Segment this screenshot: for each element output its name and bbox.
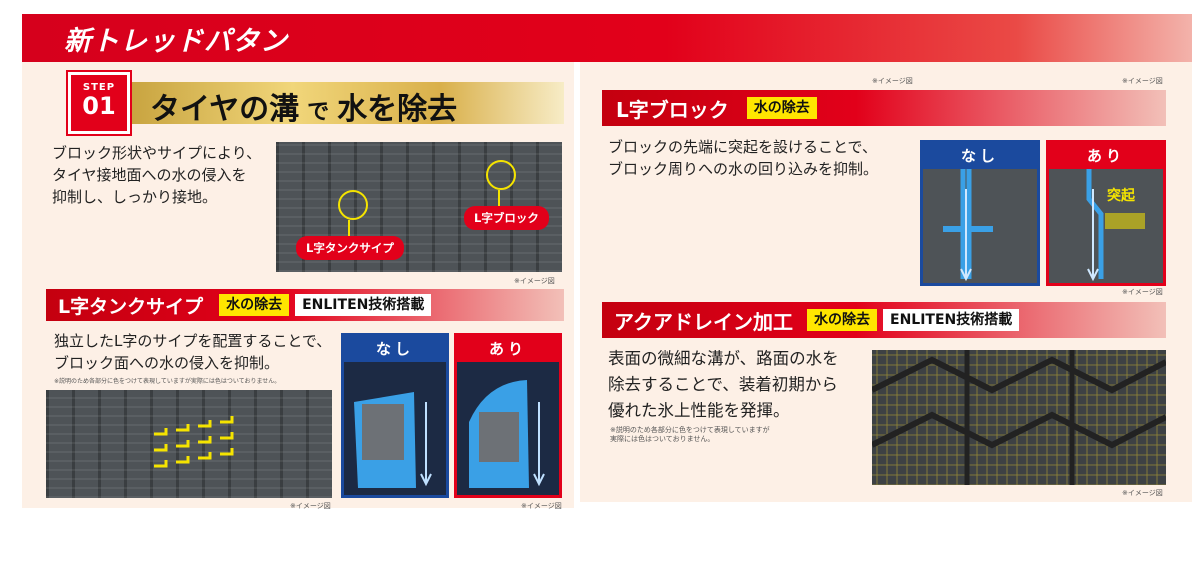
sipe-label-pill: L字タンクサイプ [296, 236, 404, 260]
l-block-compare-without: なし [920, 140, 1040, 286]
top-image-note-left: ※イメージ図 [872, 77, 913, 85]
tank-sipe-compare-without: なし [341, 333, 449, 498]
aqua-drain-image-note: ※イメージ図 [1122, 489, 1163, 497]
tank-sipe-image-note-left: ※イメージ図 [290, 502, 331, 510]
step-heading-part2: で [307, 100, 330, 125]
block-shape [479, 412, 519, 462]
l-block-with-diagram [1049, 169, 1163, 283]
tank-sipe-tread-image [46, 390, 332, 498]
sipe-mark-row-2 [154, 432, 234, 452]
tank-sipe-note: ※説明のため各部分に色をつけて表現していますが実際には色はついておりません。 [54, 378, 281, 385]
tank-sipe-description: 独立したL字のサイプを配置することで、 ブロック面への水の侵入を抑制。 [54, 332, 332, 372]
aqua-drain-note: ※説明のため各部分に色をつけて表現していますが 実際には色はついておりません。 [610, 426, 770, 443]
step-heading-part1: タイヤの溝 [150, 92, 300, 127]
tank-sipe-compare-with: あり [454, 333, 562, 498]
flow-arrow-icon [533, 402, 545, 487]
step-heading-bar [70, 82, 564, 124]
aqua-drain-tag-enliten: ENLITEN技術搭載 [883, 309, 1020, 331]
header-title: 新トレッドパタン [64, 25, 288, 57]
tank-sipe-tag-enliten: ENLITEN技術搭載 [295, 294, 432, 316]
tank-sipe-without-label: なし [344, 336, 446, 362]
protrusion-highlight [1105, 213, 1145, 229]
step-heading-part3: 水を除去 [337, 92, 458, 127]
sipe-highlight-circle [338, 190, 368, 220]
header-banner: 新トレッドパタン [22, 14, 1192, 62]
micro-groove-pattern [872, 350, 1166, 485]
l-block-tag-water: 水の除去 [746, 97, 817, 119]
sipe-mark-row-1 [154, 416, 234, 436]
tread-groove-1 [872, 356, 1166, 394]
sipe-mark-group [154, 416, 234, 468]
flow-arrow-icon [1087, 189, 1099, 282]
water-channel [1086, 169, 1104, 279]
tread-groove-2 [872, 411, 1166, 449]
step-tread-image: L字タンクサイプ L字ブロック [276, 142, 562, 272]
tank-sipe-title: L字タンクサイプ [58, 295, 204, 318]
aqua-drain-tag-water: 水の除去 [807, 309, 877, 331]
step-badge-number: 01 [82, 92, 116, 120]
l-block-description: ブロックの先端に突起を設けることで、 ブロック周りへの水の回り込みを抑制。 [608, 138, 879, 178]
flow-arrow-icon [420, 402, 432, 487]
aqua-drain-title-bar: アクアドレイン加工 水の除去 ENLITEN技術搭載 [602, 302, 1166, 338]
aqua-drain-description: 表面の微細な溝が、路面の水を 除去することで、装着初期から 優れた氷上性能を発揮… [608, 349, 839, 420]
step-badge: STEP 01 [68, 72, 130, 134]
flow-arrow-icon [960, 189, 972, 282]
tank-sipe-without-diagram [354, 392, 432, 488]
sipe-pointer-line [348, 220, 350, 236]
aqua-drain-tread-image [872, 350, 1166, 485]
top-image-note-right: ※イメージ図 [1122, 77, 1163, 85]
l-block-compare-with: あり 突起 [1046, 140, 1166, 286]
tank-sipe-with-label: あり [457, 336, 559, 362]
l-block-without-diagram [923, 169, 1037, 283]
block-pointer-line [498, 190, 500, 206]
block-highlight-circle [486, 160, 516, 190]
l-block-with-label: あり [1049, 143, 1163, 169]
l-block-image-note: ※イメージ図 [1122, 288, 1163, 296]
tank-sipe-tag-water: 水の除去 [219, 294, 290, 316]
tank-sipe-with-diagram [469, 380, 545, 488]
l-block-without-label: なし [923, 143, 1037, 169]
yellow-sipe-marks [154, 416, 234, 468]
l-block-title-bar: L字ブロック 水の除去 [602, 90, 1166, 126]
l-block-title: L字ブロック [616, 97, 729, 122]
protrusion-label: 突起 [1107, 188, 1135, 204]
aqua-drain-title: アクアドレイン加工 [614, 309, 793, 334]
step-image-note: ※イメージ図 [514, 277, 555, 285]
step-description: ブロック形状やサイプにより、 タイヤ接地面への水の侵入を 抑制し、しっかり接地。 [52, 144, 262, 206]
water-channel [960, 169, 972, 279]
sipe-mark-row-3 [154, 448, 234, 468]
tank-sipe-image-note-right: ※イメージ図 [521, 502, 562, 510]
block-shape [362, 404, 404, 460]
step-heading: タイヤの溝 で 水を除去 [150, 84, 457, 127]
tread-groove-vertical [964, 350, 1075, 485]
tank-sipe-title-bar: L字タンクサイプ 水の除去 ENLITEN技術搭載 [46, 289, 564, 321]
block-label-pill: L字ブロック [464, 206, 549, 230]
step-badge-label: STEP [82, 82, 116, 93]
